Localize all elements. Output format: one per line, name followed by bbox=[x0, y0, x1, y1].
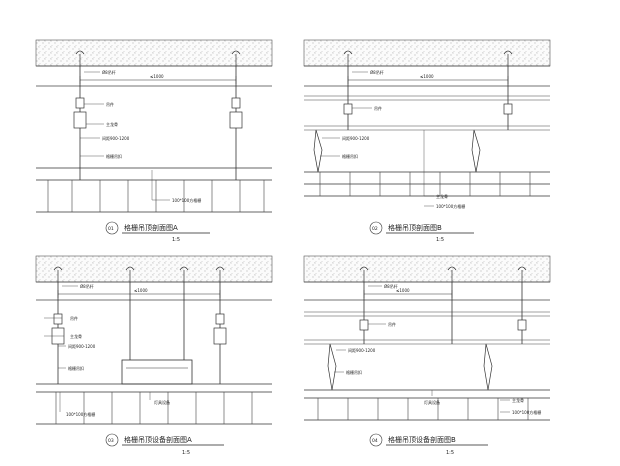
label-dimension: ≤1000 bbox=[134, 288, 148, 293]
hanger-block bbox=[231, 97, 241, 109]
label-spacing: 间距900-1200 bbox=[342, 135, 370, 141]
label-hanger: 吊件 bbox=[70, 315, 78, 321]
panel-title: 格栅吊顶剖面图B bbox=[388, 223, 442, 232]
label-hanger: 吊件 bbox=[388, 321, 396, 327]
grille-divisions bbox=[55, 392, 253, 424]
label-grille-clip: 格栅吊扣 bbox=[68, 365, 84, 371]
rod-anchor bbox=[53, 266, 225, 282]
label-dimension: ≤1000 bbox=[150, 74, 164, 79]
panel-scale: 1:5 bbox=[446, 450, 454, 456]
label-dimension: ≤1000 bbox=[396, 288, 410, 293]
grille-clip-shape bbox=[313, 129, 323, 173]
label-square-tube: 100*100方格栅 bbox=[172, 197, 201, 203]
panel-04: Ø8吊杆 ≤1000 吊件 间距900-1200 格栅吊扣 灯具设备 主龙骨 1… bbox=[303, 255, 551, 456]
label-hanger: 吊件 bbox=[374, 105, 382, 111]
label-spacing: 间距900-1200 bbox=[348, 347, 376, 353]
hanger-block bbox=[75, 97, 85, 109]
hanger-block bbox=[503, 103, 513, 115]
label-main-keel: 主龙骨 bbox=[436, 193, 448, 199]
label-main-keel: 主龙骨 bbox=[106, 121, 118, 127]
panel-scale: 1:5 bbox=[172, 237, 180, 243]
hanger-block bbox=[215, 313, 225, 325]
slab-hatch bbox=[35, 39, 273, 67]
main-keel bbox=[229, 111, 243, 129]
label-main-keel: 主龙骨 bbox=[512, 397, 524, 403]
label-rod: Ø8吊杆 bbox=[80, 283, 94, 289]
panel-number-badge bbox=[369, 433, 383, 447]
panel-scale: 1:5 bbox=[436, 237, 444, 243]
label-dimension: ≤1000 bbox=[420, 74, 434, 79]
panel-title: 格栅吊顶剖面图A bbox=[124, 223, 178, 232]
label-main-keel: 主龙骨 bbox=[70, 333, 82, 339]
grille-divisions bbox=[317, 398, 529, 420]
hanger-block bbox=[343, 103, 353, 115]
slab-hatch bbox=[35, 255, 273, 283]
label-square-tube: 100*100方格栅 bbox=[436, 203, 465, 209]
panel-02: Ø8吊杆 ≤1000 吊件 间距900-1200 格栅吊扣 主龙骨 100*10… bbox=[303, 39, 551, 243]
panel-number: 03 bbox=[108, 438, 114, 444]
label-spacing: 间距900-1200 bbox=[68, 343, 96, 349]
panel-number-badge bbox=[369, 221, 383, 235]
hanger-block bbox=[517, 319, 527, 331]
label-fixture: 灯具设备 bbox=[424, 399, 440, 405]
panel-03: Ø8吊杆 ≤1000 吊件 主龙骨 间距900-1200 格栅吊扣 100*10… bbox=[35, 255, 273, 456]
rod-anchor bbox=[359, 266, 527, 282]
label-spacing: 间距900-1200 bbox=[102, 135, 130, 141]
grille-clip-shape bbox=[471, 129, 481, 173]
slab-hatch bbox=[303, 255, 551, 283]
grille-divisions bbox=[319, 172, 531, 196]
slab-hatch bbox=[303, 39, 551, 67]
label-rod: Ø8吊杆 bbox=[370, 69, 384, 75]
grille-clip-shape bbox=[327, 343, 337, 391]
fixture-box bbox=[121, 359, 193, 385]
panel-title: 格栅吊顶设备剖面图B bbox=[388, 435, 456, 444]
panel-number-badge bbox=[105, 221, 119, 235]
panel-title: 格栅吊顶设备剖面图A bbox=[124, 435, 192, 444]
panel-number: 01 bbox=[108, 226, 114, 232]
rod-anchor bbox=[75, 50, 241, 66]
rod-anchor bbox=[343, 50, 513, 66]
grille-clip-shape bbox=[483, 343, 493, 391]
label-square-tube: 100*100方格栅 bbox=[512, 409, 541, 415]
panel-number-badge bbox=[105, 433, 119, 447]
label-rod: Ø8吊杆 bbox=[102, 69, 116, 75]
panel-01: Ø8吊杆 ≤1000 吊件 主龙骨 间距900-1200 格栅吊扣 100*10… bbox=[35, 39, 273, 243]
label-grille-clip: 格栅吊扣 bbox=[342, 153, 358, 159]
label-grille-clip: 格栅吊扣 bbox=[346, 369, 362, 375]
panel-number: 02 bbox=[372, 226, 378, 232]
label-fixture: 灯具设备 bbox=[154, 399, 170, 405]
label-hanger: 吊件 bbox=[106, 101, 114, 107]
hanger-block bbox=[359, 319, 369, 331]
label-rod: Ø8吊杆 bbox=[384, 283, 398, 289]
panel-scale: 1:5 bbox=[182, 450, 190, 456]
hanger-block bbox=[53, 313, 63, 325]
main-keel bbox=[213, 327, 227, 345]
label-square-tube: 100*100方格栅 bbox=[66, 411, 95, 417]
main-keel bbox=[73, 111, 87, 129]
panel-number: 04 bbox=[372, 438, 378, 444]
label-grille-clip: 格栅吊扣 bbox=[106, 153, 122, 159]
grille-divisions bbox=[47, 180, 265, 212]
